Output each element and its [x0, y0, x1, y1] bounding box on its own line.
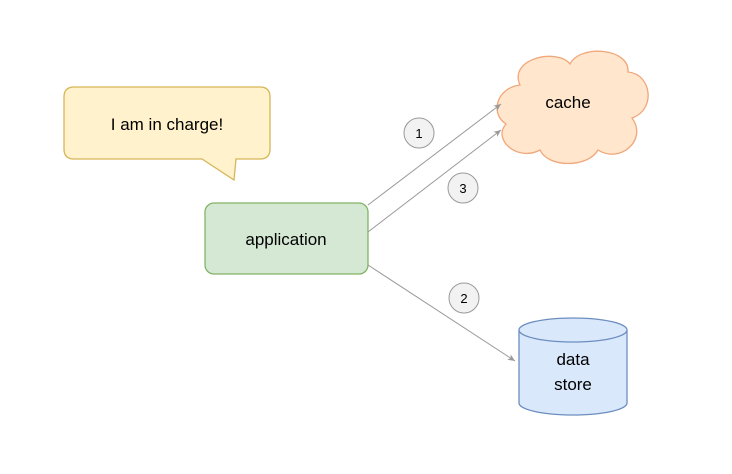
step-badge-label: 1 [415, 126, 422, 141]
step-badge-circle [447, 172, 479, 204]
arrow-application-to-data-store [367, 264, 516, 362]
arrow-application-to-cache [367, 103, 502, 206]
step-badge-2: 2 [448, 282, 480, 314]
application-box [204, 202, 369, 275]
step-badge-label: 3 [459, 181, 466, 196]
speech-bubble: I am in charge! [63, 86, 271, 182]
cache-label: cache [545, 93, 590, 112]
arrow-application-to-cache-update [367, 129, 502, 233]
speech-bubble-text: I am in charge! [111, 115, 223, 134]
step-badge-1: 1 [403, 117, 435, 149]
data-store-cylinder-body [518, 330, 628, 416]
step-badge-label: 2 [460, 291, 467, 306]
step-badge-circle [403, 117, 435, 149]
data-store-node: data store [518, 317, 628, 416]
arrows [367, 103, 516, 362]
step-badge-circle [448, 282, 480, 314]
data-store-label-line1: data [556, 350, 590, 369]
speech-bubble-shape [63, 86, 271, 182]
data-store-cylinder-top [518, 317, 628, 343]
data-store-label-line2: store [554, 375, 592, 394]
step-badge-3: 3 [447, 172, 479, 204]
application-label: application [245, 230, 326, 249]
application-node: application [204, 202, 369, 275]
cache-cloud-shape [496, 50, 649, 164]
cache-node: cache [496, 50, 649, 164]
